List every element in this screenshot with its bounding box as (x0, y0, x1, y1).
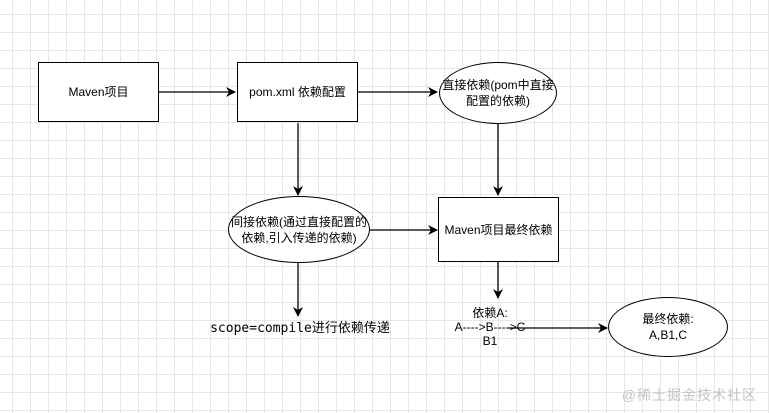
dependency-chain-line2: A---->B---->C (454, 320, 526, 334)
node-result: 最终依赖: A,B1,C (608, 297, 728, 357)
scope-label: scope=compile进行依赖传递 (205, 320, 395, 337)
node-maven-project: Maven项目 (38, 62, 159, 122)
node-pom-config-label: pom.xml 依赖配置 (249, 85, 346, 99)
node-indirect-dependency-line1: 间接依赖(通过直接配置的 (231, 214, 367, 229)
scope-label-text: 进行依赖传递 (311, 320, 390, 335)
node-final-dependency: Maven项目最终依赖 (438, 197, 559, 262)
node-result-line1: 最终依赖: (642, 312, 694, 326)
node-direct-dependency: 直接依赖(pom中直接 配置的依赖) (439, 62, 557, 124)
watermark: @稀土掘金技术社区 (622, 385, 757, 405)
dependency-chain-label: 依赖A: A---->B---->C B1 (440, 306, 540, 348)
node-pom-config: pom.xml 依赖配置 (237, 62, 358, 122)
node-final-dependency-label: Maven项目最终依赖 (444, 222, 553, 237)
node-result-line2: A,B1,C (648, 328, 687, 342)
node-indirect-dependency: 间接依赖(通过直接配置的 依赖,引入传递的依赖) (228, 196, 370, 263)
watermark-text: @稀土掘金技术社区 (621, 387, 757, 403)
scope-label-code: scope=compile (210, 321, 312, 336)
node-maven-project-label: Maven项目 (68, 85, 129, 99)
dependency-chain-line3: B1 (482, 334, 498, 348)
node-direct-dependency-line2: 配置的依赖) (466, 94, 530, 108)
dependency-chain-line1: 依赖A: (472, 306, 508, 320)
node-indirect-dependency-line2: 依赖,引入传递的依赖) (241, 230, 357, 245)
node-direct-dependency-line1: 直接依赖(pom中直接 (442, 78, 554, 92)
